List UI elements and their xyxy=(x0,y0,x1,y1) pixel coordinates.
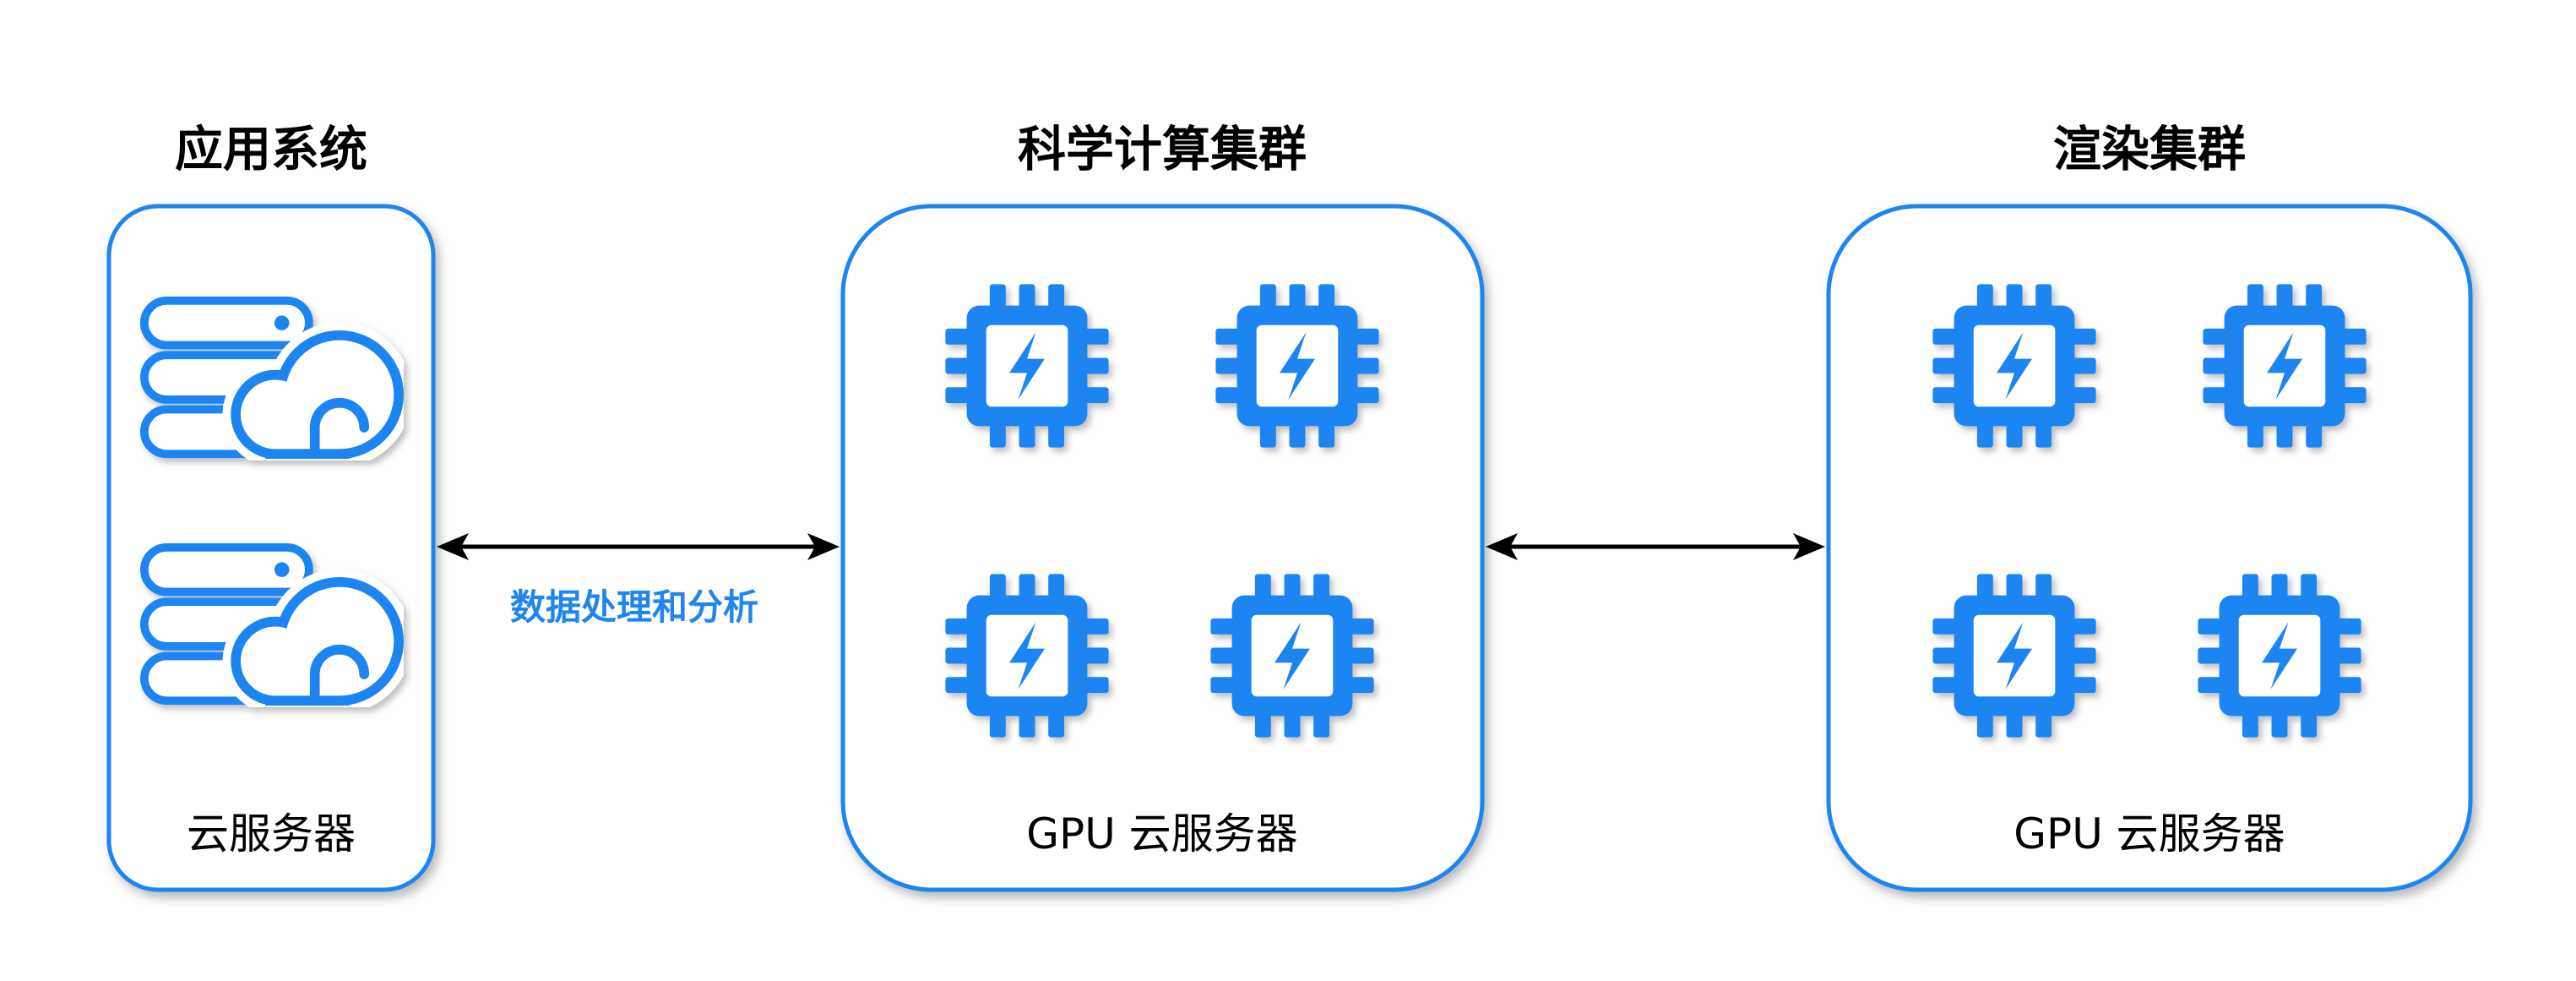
app-system-title: 应用系统 xyxy=(175,122,367,177)
science-computing-cluster-group: 科学计算集群 GPU 云服务器 xyxy=(840,122,1485,892)
science-computing-cluster-box xyxy=(840,204,1485,892)
science-computing-cluster-label: GPU 云服务器 xyxy=(1026,809,1297,858)
connection-app-to-science: 数据处理和分析 xyxy=(437,533,840,628)
render-cluster-box xyxy=(1826,204,2473,892)
connection-label: 数据处理和分析 xyxy=(510,586,758,628)
arrow-head-left xyxy=(1486,533,1518,560)
arrow-head-left xyxy=(437,533,469,560)
arrow-head-right xyxy=(1793,533,1825,560)
connection-science-to-render xyxy=(1486,533,1825,560)
arrow-head-right xyxy=(807,533,840,560)
app-system-group: 应用系统 云服务器 xyxy=(106,122,436,892)
science-computing-cluster-title: 科学计算集群 xyxy=(1018,122,1307,177)
app-system-label: 云服务器 xyxy=(187,809,356,858)
render-cluster-title: 渲染集群 xyxy=(2053,122,2246,177)
render-cluster-label: GPU 云服务器 xyxy=(2014,809,2285,858)
render-cluster-group: 渲染集群 GPU 云服务器 xyxy=(1826,122,2473,892)
